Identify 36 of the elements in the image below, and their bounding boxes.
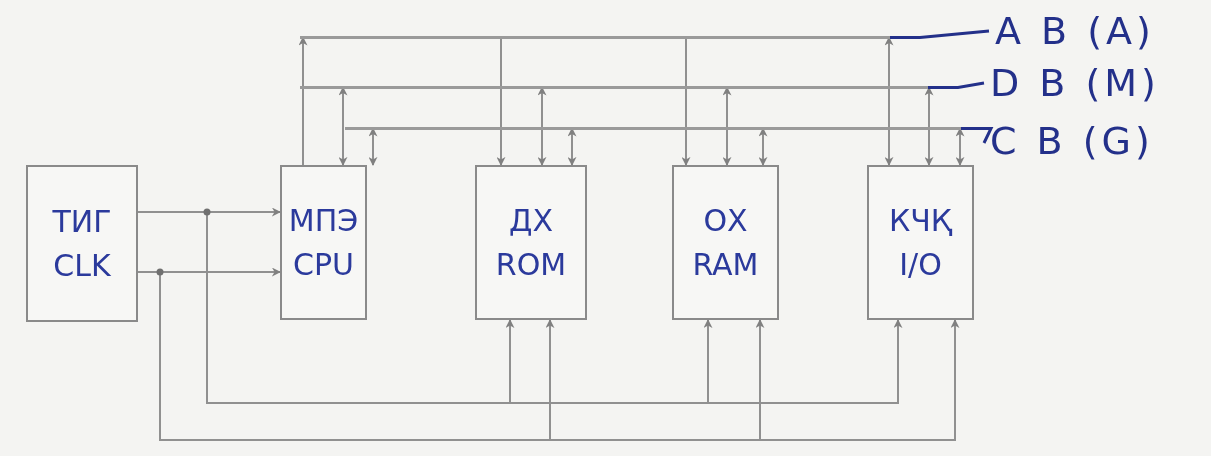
arrow [884, 36, 894, 166]
arrow [955, 127, 965, 166]
module-box [672, 165, 779, 320]
bus-label: C B (G) [990, 122, 1154, 160]
leader-line [961, 127, 994, 144]
arrow [567, 127, 577, 166]
module-label: МПЭ [288, 205, 359, 236]
leader-line [928, 81, 985, 89]
module-box [475, 165, 587, 320]
arrow [338, 86, 348, 166]
module-label: КЧҚ [888, 205, 953, 236]
module-box [867, 165, 974, 320]
arrow [368, 127, 378, 166]
bus-label: D B (M) [990, 64, 1160, 102]
module-label: ОХ [703, 205, 748, 236]
module-label: I/O [899, 249, 942, 280]
arrow [758, 127, 768, 166]
module-label: ТИГ [52, 206, 112, 237]
module-label: RAM [692, 249, 759, 280]
module-label: CLK [53, 250, 111, 281]
module-label: ROM [495, 249, 567, 280]
arrow [537, 86, 547, 166]
bus-label: A B (A) [995, 12, 1155, 50]
arrow [924, 86, 934, 166]
arrow [681, 36, 691, 166]
leader-line [890, 29, 990, 39]
bus-line [300, 36, 890, 39]
module-box [26, 165, 138, 322]
bus-line [300, 86, 928, 89]
bus-line [345, 127, 961, 130]
module-label: ДХ [509, 205, 553, 236]
module-box [280, 165, 367, 320]
arrow [298, 36, 308, 166]
arrow [496, 36, 506, 166]
arrow [722, 86, 732, 166]
module-label: CPU [293, 249, 354, 280]
